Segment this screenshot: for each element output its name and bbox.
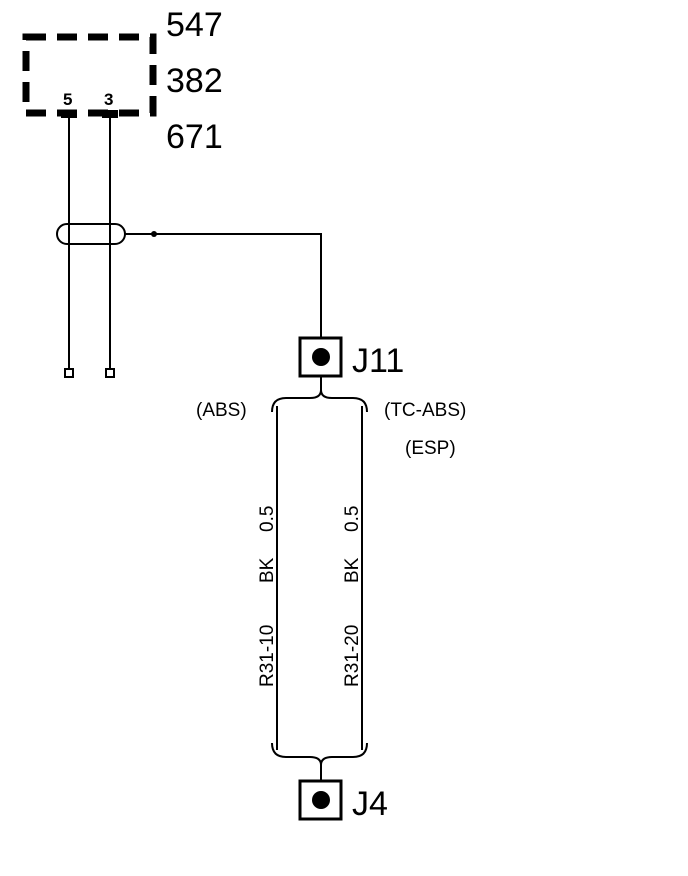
wire-circuit-r31-10: R31-10 — [257, 625, 278, 687]
component-code-3: 671 — [166, 118, 223, 156]
splice-dot — [151, 231, 157, 237]
pin-terminal-3 — [102, 110, 118, 118]
wire-gauge-r31-10: 0.5 — [257, 506, 278, 532]
connector-j11-pin — [312, 348, 330, 366]
connector-j11-label: J11 — [352, 342, 404, 380]
wire-label-r31-20: R31-20 BK 0.5 — [342, 506, 363, 687]
component-code-1: 547 — [166, 6, 223, 44]
branch-label-esp: (ESP) — [405, 438, 456, 459]
wire-end-terminal-3 — [105, 368, 115, 378]
cable-shield-oval — [56, 223, 126, 245]
component-dashed-box — [22, 33, 157, 117]
component-code-2: 382 — [166, 62, 223, 100]
wire-label-r31-10: R31-10 BK 0.5 — [257, 506, 278, 687]
pin-label-3: 3 — [104, 90, 113, 109]
top-branch-brace — [271, 389, 368, 413]
wire-gauge-r31-20: 0.5 — [342, 506, 363, 532]
branch-label-tc-abs: (TC-ABS) — [384, 400, 466, 421]
pin-label-5: 5 — [63, 90, 72, 109]
wire-circuit-r31-20: R31-20 — [342, 625, 363, 687]
wire-color-r31-20: BK — [342, 557, 363, 583]
pin-terminal-5 — [61, 110, 77, 118]
branch-label-abs: (ABS) — [196, 400, 247, 421]
shield-drain-wire — [125, 233, 322, 338]
connector-j4-pin — [312, 791, 330, 809]
wire-color-r31-10: BK — [257, 557, 278, 583]
connector-j4-label: J4 — [352, 785, 388, 823]
wire-end-terminal-5 — [64, 368, 74, 378]
bottom-branch-brace — [271, 742, 368, 766]
